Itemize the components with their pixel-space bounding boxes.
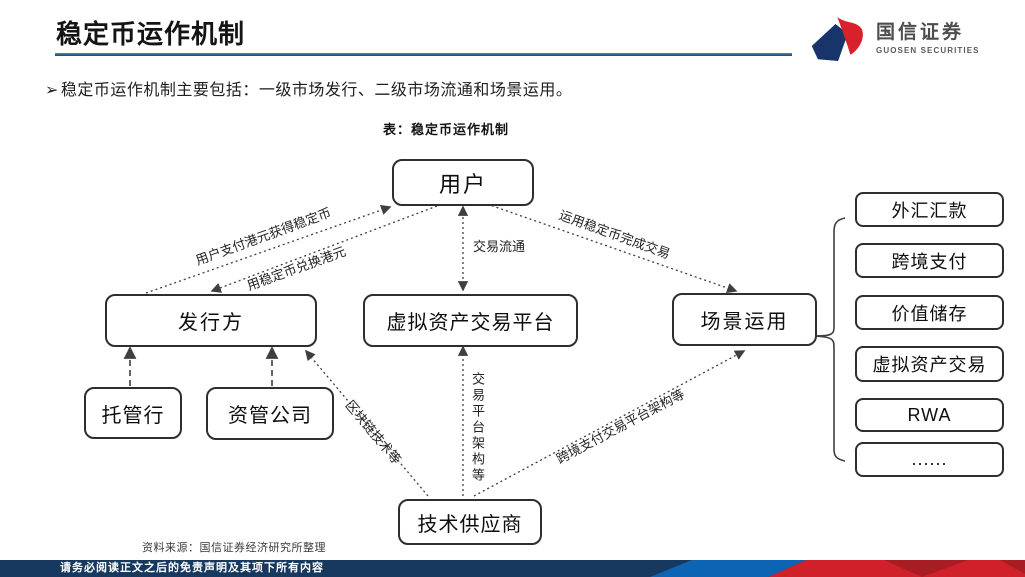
node-exchange: 虚拟资产交易平台 [363,294,578,347]
footer-bar: 请务必阅读正文之后的免责声明及其项下所有内容 [0,560,1025,577]
disclaimer-text: 请务必阅读正文之后的免责声明及其项下所有内容 [60,562,324,574]
edge-label-platform-arch: 交易平台架构等 [470,372,485,484]
edge-pay-hkd-line [145,205,392,294]
logo-text: 国信证券 GUOSEN SECURITIES [876,21,980,56]
scenario-item-forex: 外汇汇款 [855,192,1004,227]
summary-bullet: ➢稳定币运作机制主要包括：一级市场发行、二级市场流通和场景运用。 [45,76,572,100]
footer-bar-graphic [0,560,1025,577]
logo-name-cn: 国信证券 [876,21,965,43]
scenario-item-rwa: RWA [855,398,1004,432]
guosen-logo-icon [811,17,863,61]
diagram-caption: 表：稳定币运作机制 [383,122,510,137]
scenario-item-store-value: 价值储存 [855,295,1004,330]
scenario-brace [814,217,846,462]
edge-redeem-hkd-line [210,205,438,293]
logo-name-en: GUOSEN SECURITIES [876,45,980,55]
page-title: 稳定币运作机制 [56,19,246,49]
edge-blockchain-line [304,349,429,497]
scenario-item-more: ...... [855,442,1004,477]
summary-text: 稳定币运作机制主要包括：一级市场发行、二级市场流通和场景运用。 [60,82,573,99]
node-asset-manager: 资管公司 [206,387,334,440]
node-custodian: 托管行 [84,387,182,439]
node-issuer: 发行方 [105,294,317,347]
scenario-item-crossborder: 跨境支付 [855,243,1004,278]
edge-use-stablecoin-line [486,203,738,293]
source-note: 资料来源：国信证券经济研究所整理 [142,542,326,554]
node-user: 用户 [392,159,534,206]
bullet-arrow-icon: ➢ [45,82,59,99]
scenario-item-virtual-asset: 虚拟资产交易 [855,346,1004,382]
flow-diagram: 用户 发行方 虚拟资产交易平台 场景运用 托管行 资管公司 技术供应商 外汇汇款… [0,140,1025,555]
edge-crossborder-line [473,350,746,497]
node-scenario: 场景运用 [672,293,817,346]
company-logo: 国信证券 GUOSEN SECURITIES [810,14,980,64]
node-tech-provider: 技术供应商 [398,499,542,545]
title-underline [55,53,792,56]
edge-label-circulation: 交易流通 [473,239,526,254]
